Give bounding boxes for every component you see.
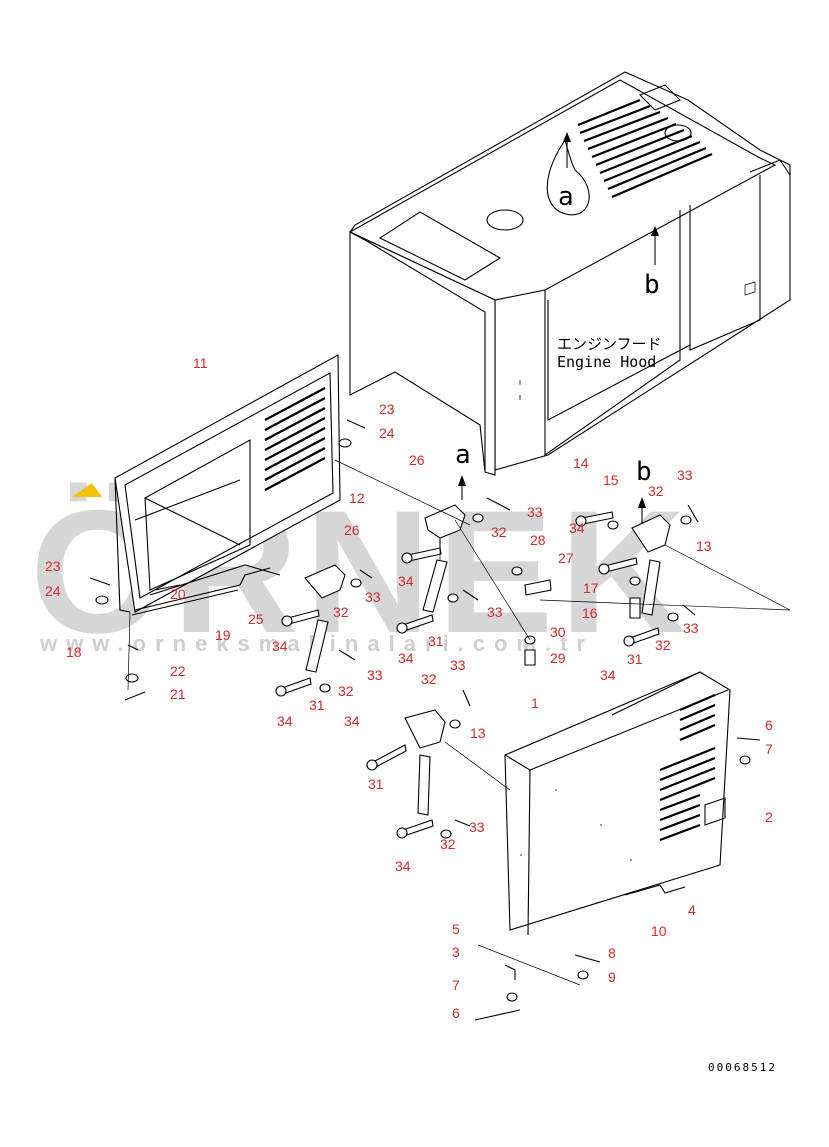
callout-33-g: 33 [683,620,699,636]
callout-31-c: 31 [627,651,643,667]
callout-6-b: 6 [452,1005,460,1021]
callout-3: 3 [452,944,460,960]
callout-31-d: 31 [368,776,384,792]
ref-letter-b-hinge: b [636,457,652,487]
callout-34-f: 34 [569,520,585,536]
part-callouts: 1 2 3 4 5 6 6 7 7 8 9 10 11 12 13 13 14 … [45,355,773,1021]
callout-34-h: 34 [395,858,411,874]
callout-28: 28 [530,532,546,548]
callout-22: 22 [170,663,186,679]
callout-33-b: 33 [365,589,381,605]
callout-5: 5 [452,921,460,937]
callout-32-a: 32 [491,524,507,540]
callout-11: 11 [193,355,208,371]
callout-33-a: 33 [527,504,543,520]
callout-33-c: 33 [487,604,503,620]
callout-31-b: 31 [309,697,325,713]
callout-4: 4 [688,902,696,918]
right-door-drawing [504,671,731,936]
callout-23-a: 23 [45,558,61,574]
callout-26-b: 26 [344,522,360,538]
drawing-code: 00068512 [708,1061,777,1074]
callout-15: 15 [603,472,619,488]
callout-18: 18 [66,644,82,660]
callout-9: 9 [608,969,616,985]
hardware-drawing: a b [89,419,791,1021]
callout-31-a: 31 [428,633,444,649]
callout-32-b: 32 [333,604,349,620]
callout-12: 12 [349,490,365,506]
callout-34-d: 34 [277,713,293,729]
callout-24-b: 24 [379,425,395,441]
callout-1: 1 [531,695,539,711]
callout-34-c: 34 [272,638,288,654]
ref-letter-b-top: b [644,270,660,300]
callout-19: 19 [215,627,231,643]
callout-10: 10 [651,923,667,939]
callout-6-a: 6 [765,717,773,733]
callout-30: 30 [550,624,566,640]
callout-27: 27 [558,550,574,566]
callout-13-a: 13 [696,538,712,554]
callout-34-e: 34 [344,713,360,729]
callout-32-e: 32 [648,483,664,499]
callout-21: 21 [170,686,186,702]
callout-33-d: 33 [367,667,383,683]
callout-33-f: 33 [677,467,693,483]
engine-hood-drawing: a b エンジンフード Engine Hood [348,71,791,476]
callout-17: 17 [583,580,599,596]
callout-2: 2 [765,809,773,825]
callout-33-h: 33 [469,819,485,835]
callout-23-b: 23 [379,401,395,417]
callout-13-b: 13 [470,725,486,741]
callout-14: 14 [573,455,589,471]
callout-32-g: 32 [440,836,456,852]
callout-26-a: 26 [409,452,425,468]
callout-24-a: 24 [45,583,61,599]
callout-32-f: 32 [655,637,671,653]
ref-letter-a-top: a [558,182,574,212]
callout-33-e: 33 [450,657,466,673]
callout-20: 20 [170,586,186,602]
callout-25: 25 [248,611,264,627]
callout-34-a: 34 [398,573,414,589]
callout-34-g: 34 [600,667,616,683]
hood-label-japanese: エンジンフード [557,335,662,353]
watermark-accent-icon [72,483,102,497]
callout-29: 29 [550,650,566,666]
callout-16: 16 [582,605,598,621]
callout-34-b: 34 [398,650,414,666]
callout-32-c: 32 [338,683,354,699]
callout-7-a: 7 [765,741,773,757]
left-door-drawing [114,354,341,616]
hood-label-english: Engine Hood [557,353,656,371]
callout-8: 8 [608,945,616,961]
callout-7-b: 7 [452,977,460,993]
callout-32-d: 32 [421,671,437,687]
ref-letter-a-hinge: a [455,440,471,470]
